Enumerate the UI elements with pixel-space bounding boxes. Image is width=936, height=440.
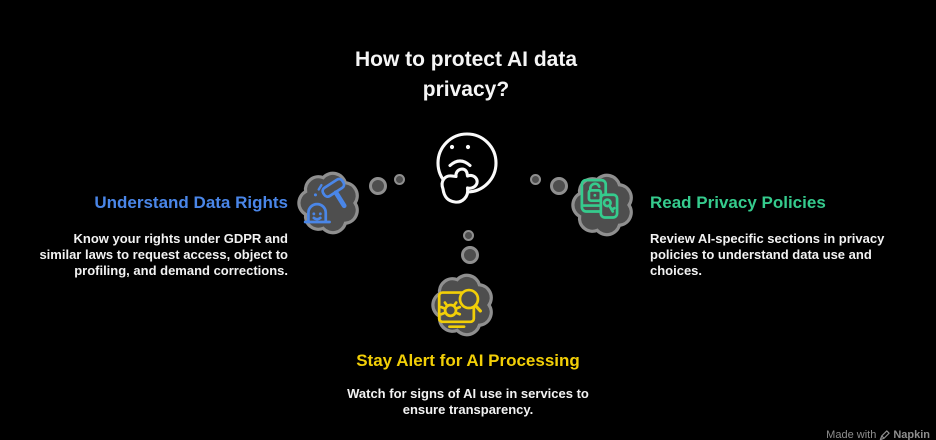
thought-dot <box>461 246 479 264</box>
section-heading: Stay Alert for AI Processing <box>356 351 580 370</box>
thought-dot <box>369 177 387 195</box>
thinking-face-icon <box>436 132 498 204</box>
law-gavel-icon <box>297 171 359 235</box>
watermark-made-with: Made with <box>826 429 877 440</box>
section-body: Watch for signs of AI use in services to… <box>347 386 589 417</box>
section-heading: Read Privacy Policies <box>650 193 826 212</box>
section-heading: Understand Data Rights <box>94 193 288 212</box>
policy-book-lock-key-icon <box>571 173 633 237</box>
thought-dot <box>463 230 474 241</box>
watermark-link[interactable]: Made with Napkin <box>826 429 930 440</box>
page-title: How to protect AI data privacy? <box>354 48 578 101</box>
section-body: Know your rights under GDPR and similar … <box>39 231 288 278</box>
thought-dot <box>550 177 568 195</box>
napkin-pen-icon <box>880 430 890 440</box>
section-read-privacy-policies: Read Privacy Policies Review AI-specific… <box>650 192 908 278</box>
section-understand-data-rights: Understand Data Rights Know your rights … <box>36 192 288 278</box>
ai-monitor-bug-search-icon <box>431 273 493 337</box>
section-body: Review AI-specific sections in privacy p… <box>650 231 885 278</box>
thought-dot <box>530 174 541 185</box>
watermark-brand: Napkin <box>893 429 930 440</box>
thought-dot <box>394 174 405 185</box>
section-stay-alert-ai-processing: Stay Alert for AI Processing Watch for s… <box>318 350 618 418</box>
thought-cloud <box>297 171 359 235</box>
